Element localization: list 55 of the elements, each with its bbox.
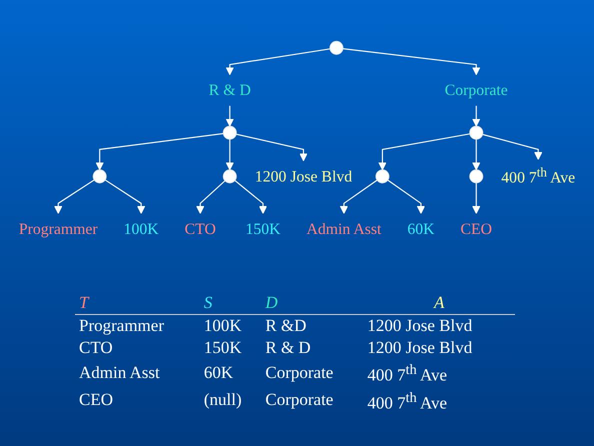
table-cell-text: Corporate <box>264 389 334 412</box>
table-cell: 100K <box>200 314 262 337</box>
column-header: A <box>363 292 515 314</box>
arrow <box>226 139 234 170</box>
node-label: R & D <box>208 81 251 99</box>
table-cell-text: R & D <box>264 337 312 359</box>
node-label: Corporate <box>444 81 508 99</box>
table-cell-text: 150K <box>202 337 243 359</box>
junction-dot <box>469 169 484 184</box>
column-header: S <box>200 292 262 314</box>
arrow <box>54 179 95 214</box>
table-cell-text: (null) <box>202 389 243 412</box>
table-cell-text: Corporate <box>264 362 334 384</box>
arrow <box>387 180 426 214</box>
table-cell-text: 60K <box>202 362 234 384</box>
junction-dot <box>469 126 484 140</box>
table-cell: R &D <box>261 314 364 337</box>
arrow <box>472 139 480 170</box>
table-cell-text: Admin Asst <box>78 362 161 384</box>
arrow <box>234 180 268 214</box>
node-label: 60K <box>407 220 435 238</box>
node-label: 400 7$^{th}$ Ave <box>501 165 576 186</box>
table-cell-text: CTO <box>78 337 114 359</box>
arrow <box>226 48 330 76</box>
arrow <box>472 182 480 214</box>
node-label: 100K <box>124 220 159 238</box>
node-label: Admin Asst <box>306 220 382 238</box>
column-header: T <box>75 292 200 314</box>
arrow <box>226 106 234 127</box>
node-label: CTO <box>184 220 216 238</box>
node-label: Programmer <box>18 220 98 238</box>
column-header: D <box>261 292 364 314</box>
arrow <box>472 106 480 127</box>
node-label: 150K <box>245 220 281 238</box>
arrow <box>236 134 308 162</box>
arrow <box>196 180 226 214</box>
node-label: CEO <box>460 220 492 238</box>
arrow <box>342 48 480 76</box>
junction-dot <box>222 126 237 140</box>
table-cell-text: 1200 Jose Blvd <box>366 337 474 359</box>
junction-dot <box>92 169 107 184</box>
arrow <box>340 180 378 214</box>
node-label: 1200 Jose Blvd <box>254 167 352 185</box>
table-cell: Programmer <box>75 314 200 337</box>
arrow <box>482 134 542 160</box>
junction-dot <box>376 169 390 184</box>
table-cell-text: 400 7$^{th}$ Ave <box>366 361 448 387</box>
table-cell-text: 400 7$^{th}$ Ave <box>366 388 448 414</box>
table-cell-text: CEO <box>78 389 114 412</box>
junction-dot <box>222 169 237 184</box>
arrow <box>378 133 470 170</box>
arrow <box>96 133 224 170</box>
arrow <box>104 179 146 214</box>
table-cell: 1200 Jose Blvd <box>363 314 515 337</box>
junction-dot <box>330 40 344 55</box>
